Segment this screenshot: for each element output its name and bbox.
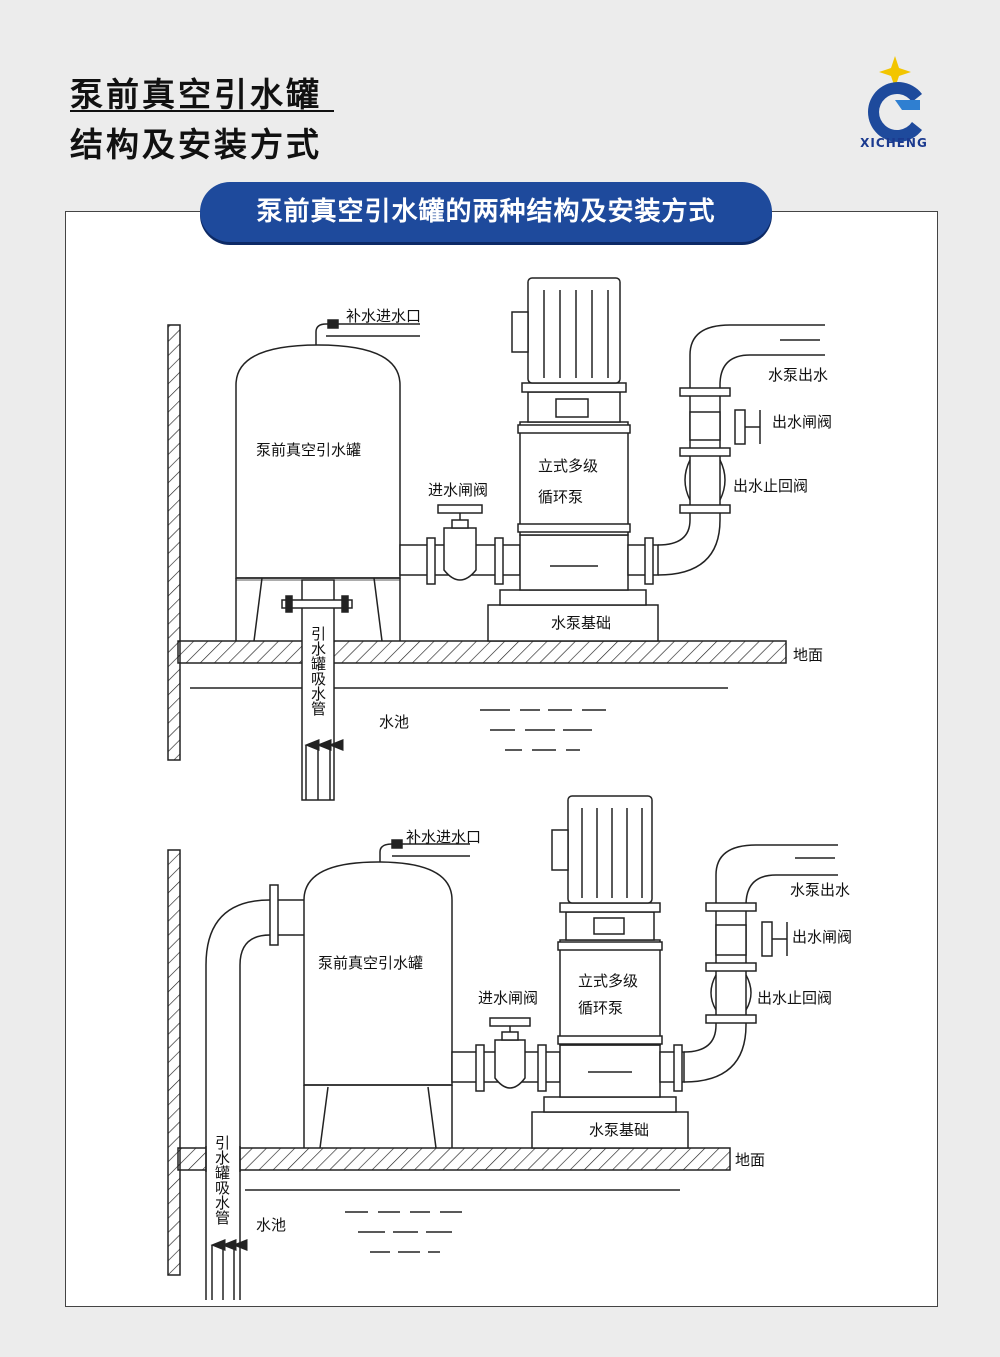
- d2-foundation-label: 水泵基础: [589, 1121, 649, 1139]
- d1-pump-label-1: 立式多级: [538, 457, 598, 475]
- d2-suction-pipe-label: 引水罐吸水管: [213, 1135, 231, 1225]
- d1-pool-label: 水池: [379, 713, 409, 731]
- d2-pump-label-2: 循环泵: [578, 999, 623, 1017]
- d1-outlet-valve-label: 出水闸阀: [772, 413, 832, 431]
- xicheng-logo-icon: [868, 56, 922, 142]
- d2-fill-inlet-label: 补水进水口: [406, 828, 481, 846]
- d2-ground-label: 地面: [735, 1151, 765, 1169]
- d1-tank-label: 泵前真空引水罐: [256, 441, 361, 459]
- d2-check-valve-label: 出水止回阀: [757, 989, 832, 1007]
- d1-check-valve-label: 出水止回阀: [733, 477, 808, 495]
- diagram-1-labels: 补水进水口 泵前真空引水罐 进水闸阀 立式多级 循环泵 水泵出水 出水闸阀 出水…: [256, 307, 832, 731]
- d2-pump-outlet-label: 水泵出水: [790, 881, 850, 899]
- d1-pump-label-2: 循环泵: [538, 488, 583, 506]
- d1-inlet-valve-label: 进水闸阀: [428, 481, 488, 499]
- d2-outlet-valve-label: 出水闸阀: [792, 928, 852, 946]
- d2-pump-label-1: 立式多级: [578, 972, 638, 990]
- d1-suction-pipe-label: 引水罐吸水管: [309, 626, 327, 716]
- page-title-line2: 结构及安装方式: [70, 125, 322, 164]
- logo-text: XICHENG: [860, 136, 928, 150]
- diagram-1: [167, 277, 825, 801]
- diagram-2: [167, 795, 838, 1300]
- d2-tank-label: 泵前真空引水罐: [318, 954, 423, 972]
- d1-foundation-label: 水泵基础: [551, 614, 611, 632]
- d1-pump-outlet-label: 水泵出水: [768, 366, 828, 384]
- d2-pool-label: 水池: [256, 1216, 286, 1234]
- page-title-line1: 泵前真空引水罐: [70, 75, 322, 114]
- d1-ground-label: 地面: [793, 646, 823, 664]
- d2-inlet-valve-label: 进水闸阀: [478, 989, 538, 1007]
- diagram-2-labels: 补水进水口 泵前真空引水罐 进水闸阀 立式多级 循环泵 水泵出水 出水闸阀 出水…: [213, 828, 852, 1234]
- d1-fill-inlet-label: 补水进水口: [346, 307, 421, 325]
- diagram-frame: [65, 211, 938, 1307]
- section-banner: 泵前真空引水罐的两种结构及安装方式: [200, 182, 772, 242]
- title-divider: [70, 110, 334, 112]
